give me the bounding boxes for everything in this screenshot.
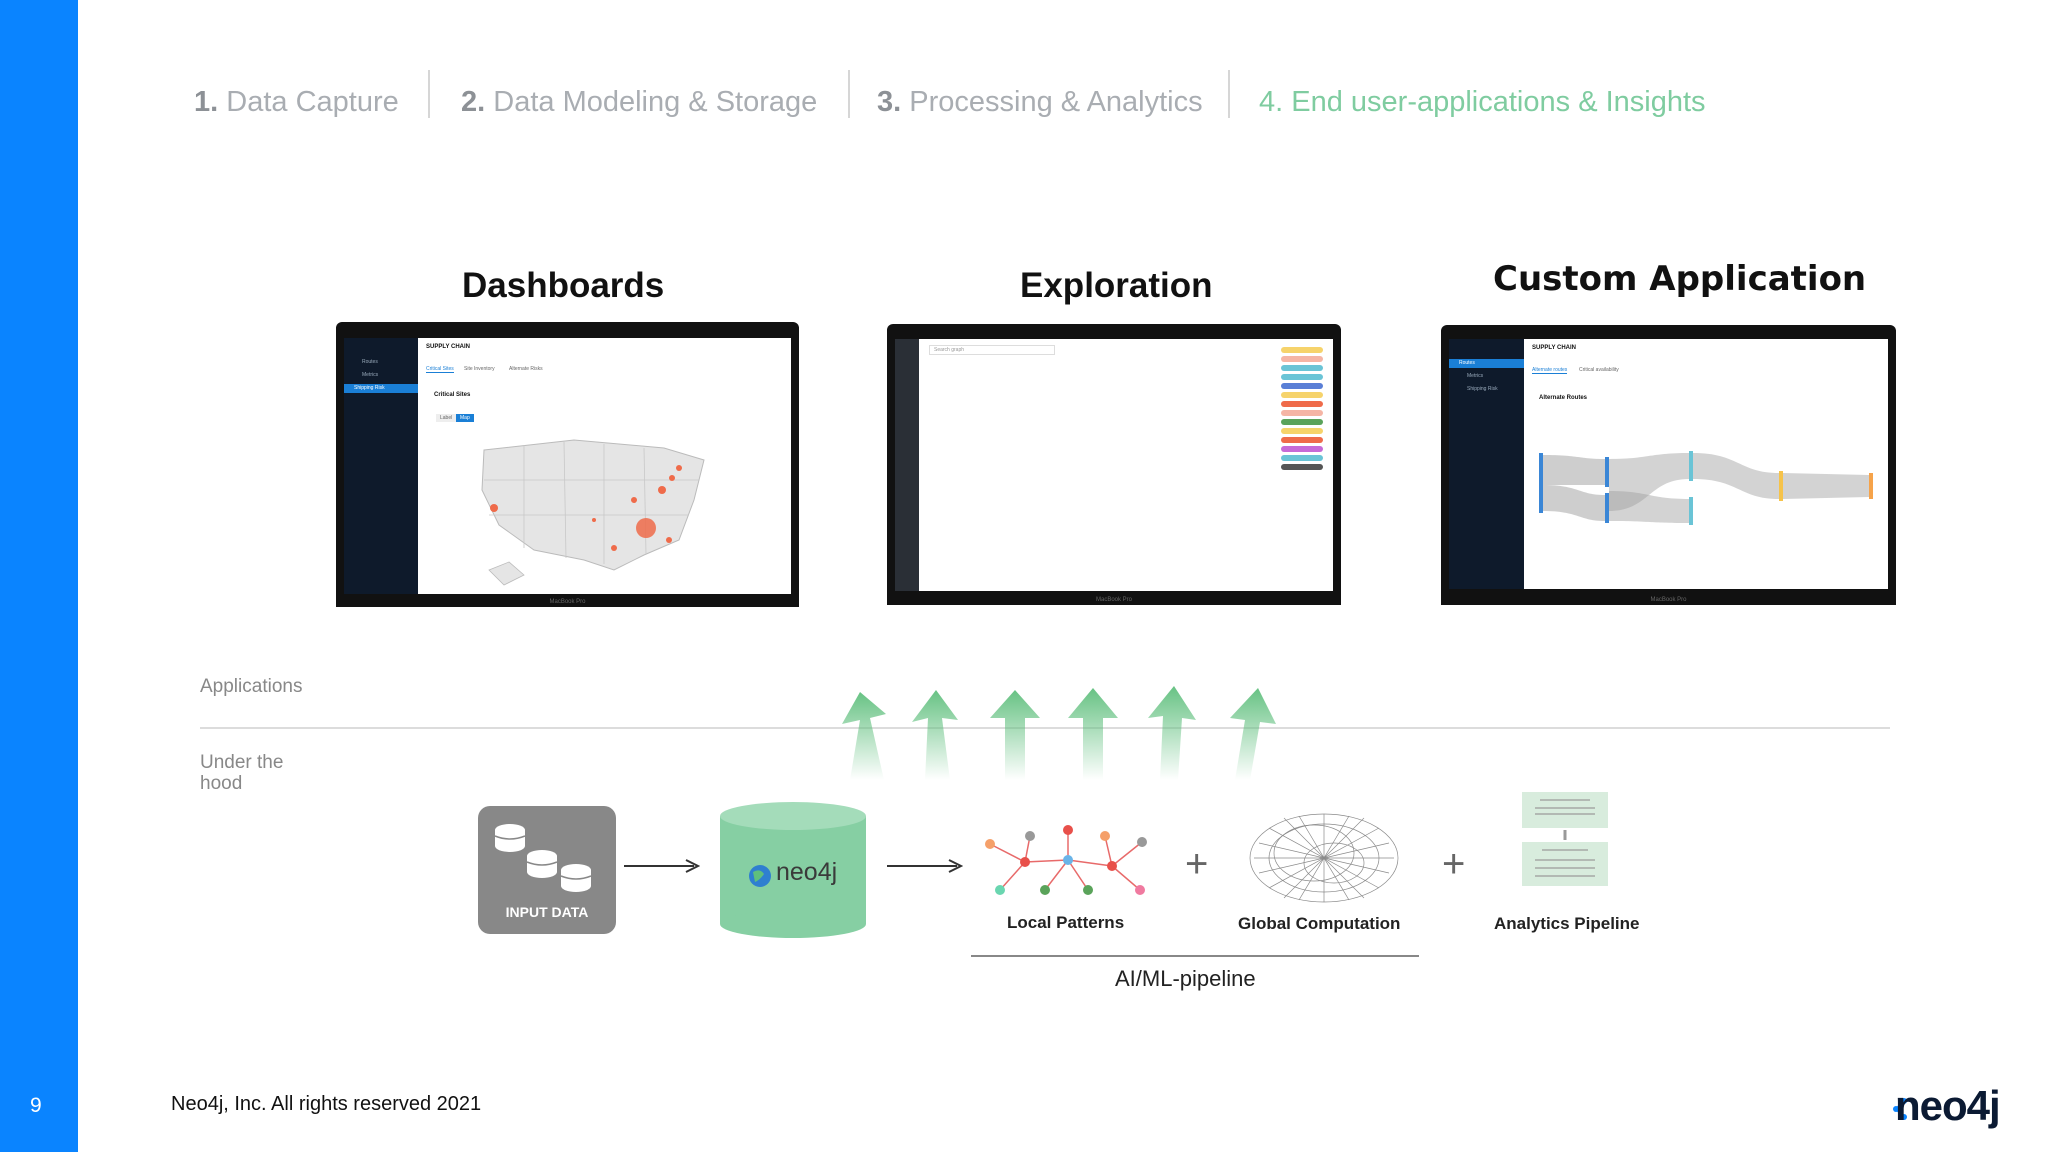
step-2: 2. Data Modeling & Storage bbox=[461, 86, 817, 119]
global-computation-graph bbox=[1249, 813, 1399, 903]
step-3-number: 3. bbox=[877, 86, 902, 118]
custom-laptop: Routes Metrics Shipping Risk SUPPLY CHAI… bbox=[1441, 325, 1896, 605]
dashboard-btn-label[interactable]: Label bbox=[436, 414, 457, 422]
dashboard-laptop: Routes Metrics Shipping Risk SUPPLY CHAI… bbox=[336, 322, 799, 607]
custom-app-title: SUPPLY CHAIN bbox=[1532, 345, 1577, 351]
step-1: 1. Data Capture bbox=[194, 86, 399, 119]
custom-tab[interactable]: Alternate routes bbox=[1532, 367, 1568, 374]
device-label: MacBook Pro bbox=[1650, 597, 1687, 603]
dashboard-app-title: SUPPLY CHAIN bbox=[426, 344, 471, 350]
under-the-hood-line2: hood bbox=[200, 773, 243, 794]
dashboard-screen: Routes Metrics Shipping Risk SUPPLY CHAI… bbox=[344, 338, 791, 594]
device-label: MacBook Pro bbox=[1095, 597, 1132, 603]
under-the-hood-line1: Under the bbox=[200, 752, 284, 773]
neo4j-globe-icon bbox=[749, 865, 771, 887]
step-4-label: End user-applications & Insights bbox=[1291, 86, 1706, 118]
custom-sidebar: Routes Metrics Shipping Risk bbox=[1449, 339, 1524, 589]
database-icon bbox=[494, 824, 592, 892]
footer-copyright: Neo4j, Inc. All rights reserved 2021 bbox=[171, 1093, 482, 1115]
neo4j-logo-icon bbox=[1893, 1098, 1907, 1120]
applications-label: Applications bbox=[200, 676, 303, 697]
neo4j-logo: neo4j bbox=[1895, 1082, 2001, 1129]
layer-divider bbox=[200, 727, 1890, 729]
up-arrows bbox=[842, 686, 1276, 780]
step-3: 3. Processing & Analytics bbox=[877, 86, 1203, 119]
under-the-hood-label: Under the hood bbox=[200, 752, 283, 794]
plus-icon: + bbox=[1185, 842, 1209, 886]
analytics-pipeline-icon bbox=[1522, 792, 1608, 886]
exploration-toolbar bbox=[895, 339, 919, 591]
dashboard-side-item[interactable]: Shipping Risk bbox=[344, 384, 418, 393]
exploration-heading: Exploration bbox=[1020, 266, 1213, 305]
arrow-right-icon bbox=[624, 859, 700, 873]
us-map bbox=[481, 439, 705, 586]
slide-sidebar bbox=[0, 0, 78, 1152]
exploration-screen: Search graph bbox=[895, 339, 1333, 591]
plus-icon: + bbox=[1442, 842, 1466, 886]
dashboard-side-item[interactable]: Routes bbox=[362, 359, 378, 365]
step-separator bbox=[848, 70, 850, 118]
dashboards-heading: Dashboards bbox=[462, 266, 665, 305]
global-computation-caption: Global Computation bbox=[1238, 914, 1401, 933]
page-number: 9 bbox=[30, 1094, 42, 1117]
arrow-right-icon bbox=[887, 859, 963, 873]
step-3-label: Processing & Analytics bbox=[909, 86, 1203, 118]
custom-panel-title: Alternate Routes bbox=[1539, 395, 1588, 401]
custom-screen: Routes Metrics Shipping Risk SUPPLY CHAI… bbox=[1449, 339, 1888, 589]
dashboard-tab[interactable]: Critical Sites bbox=[426, 366, 454, 373]
step-4: 4. End user-applications & Insights bbox=[1259, 86, 1706, 119]
exploration-search-box[interactable]: Search graph bbox=[929, 345, 1055, 355]
neo4j-database-cylinder bbox=[720, 802, 866, 938]
arrow-up-icon bbox=[842, 686, 1276, 780]
dashboard-side-item[interactable]: Metrics bbox=[362, 372, 379, 378]
step-1-number: 1. bbox=[194, 86, 219, 118]
exploration-legend bbox=[1281, 347, 1323, 473]
dashboard-tab[interactable]: Alternate Risks bbox=[509, 366, 543, 372]
dashboard-sidebar: Routes Metrics Shipping Risk bbox=[344, 338, 418, 594]
input-data-box: INPUT DATA bbox=[478, 806, 616, 934]
exploration-laptop: Search graph MacBook Pro bbox=[887, 324, 1341, 605]
dashboard-tab[interactable]: Site Inventory bbox=[464, 366, 495, 372]
sankey-flow-chart bbox=[1539, 451, 1873, 525]
custom-tab[interactable]: Critical availability bbox=[1579, 367, 1619, 373]
custom-side-item[interactable]: Metrics bbox=[1467, 373, 1484, 379]
step-2-number: 2. bbox=[461, 86, 486, 118]
dashboard-btn-map[interactable]: Map bbox=[456, 414, 474, 422]
step-1-label: Data Capture bbox=[226, 86, 399, 118]
step-separator bbox=[428, 70, 430, 118]
ml-pipeline-bracket bbox=[971, 955, 1419, 957]
step-2-label: Data Modeling & Storage bbox=[493, 86, 818, 118]
step-4-number: 4. bbox=[1259, 86, 1284, 118]
dashboard-panel-title: Critical Sites bbox=[434, 392, 471, 398]
analytics-pipeline-caption: Analytics Pipeline bbox=[1494, 914, 1640, 933]
device-label: MacBook Pro bbox=[549, 599, 586, 605]
step-separator bbox=[1228, 70, 1230, 118]
local-patterns-caption: Local Patterns bbox=[1007, 913, 1125, 932]
custom-application-heading: Custom Application bbox=[1493, 259, 1867, 299]
custom-side-item[interactable]: Shipping Risk bbox=[1467, 386, 1498, 392]
neo4j-db-label: neo4j bbox=[776, 858, 838, 886]
input-data-label: INPUT DATA bbox=[505, 904, 589, 920]
local-patterns-graph bbox=[985, 825, 1147, 895]
ml-pipeline-label: AI/ML-pipeline bbox=[1115, 966, 1256, 991]
custom-side-item[interactable]: Routes bbox=[1449, 359, 1524, 368]
